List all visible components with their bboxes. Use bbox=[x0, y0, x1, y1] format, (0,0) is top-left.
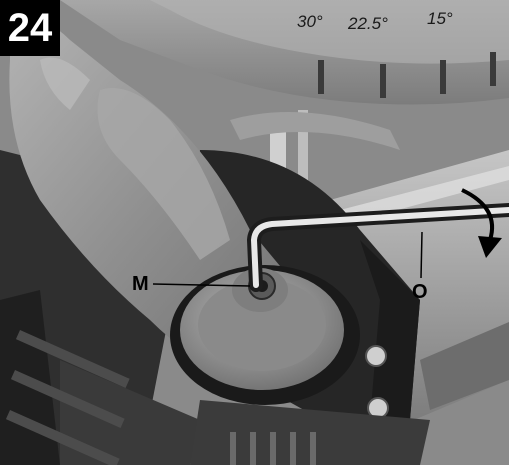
step-number-badge: 24 bbox=[0, 0, 60, 56]
scale-mark-30: 30° bbox=[297, 12, 323, 31]
scale-mark-22-5: 22.5° bbox=[347, 14, 388, 33]
callout-label-o: O bbox=[412, 281, 428, 303]
scale-mark-15: 15° bbox=[427, 9, 453, 28]
rotation-arrow-icon bbox=[461, 188, 502, 258]
hex-key-icon bbox=[247, 203, 509, 292]
callout-label-m: M bbox=[132, 273, 149, 295]
